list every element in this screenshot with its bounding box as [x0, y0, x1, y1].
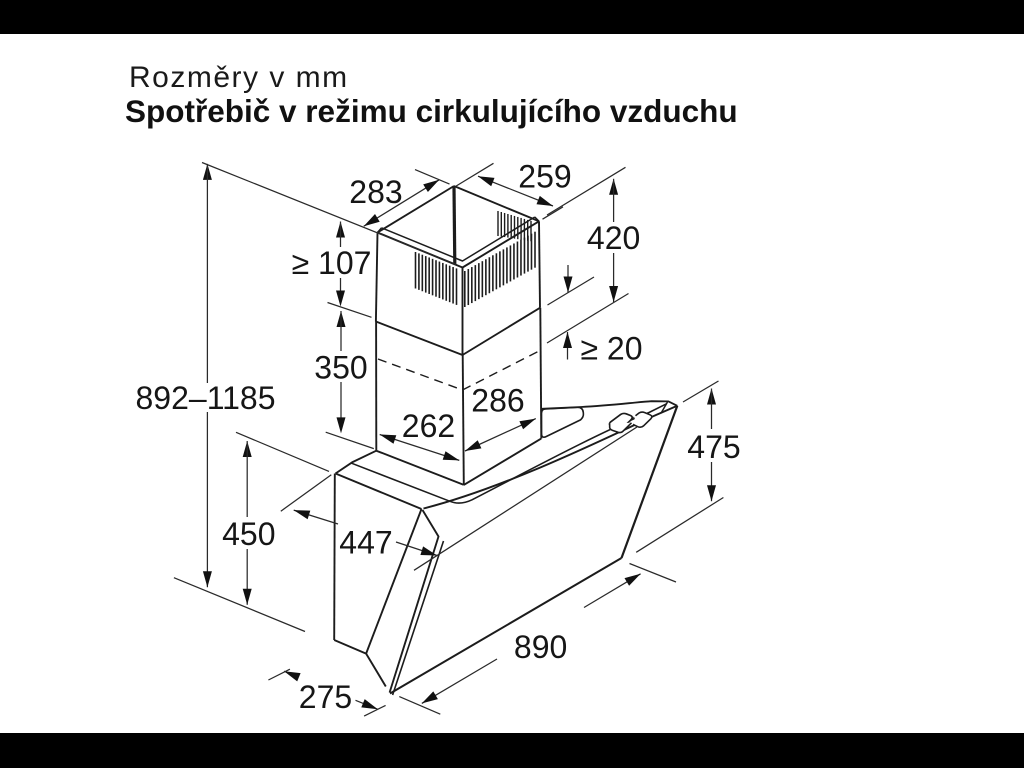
svg-text:262: 262: [402, 408, 455, 444]
svg-text:283: 283: [349, 174, 402, 210]
svg-text:890: 890: [514, 629, 567, 665]
svg-text:447: 447: [339, 525, 392, 561]
svg-text:892–1185: 892–1185: [136, 380, 276, 416]
svg-text:≥ 20: ≥ 20: [580, 331, 642, 367]
svg-text:275: 275: [299, 679, 352, 715]
svg-text:420: 420: [587, 220, 640, 256]
svg-text:450: 450: [222, 516, 275, 552]
svg-text:286: 286: [471, 383, 524, 419]
svg-text:≥ 107: ≥ 107: [292, 245, 372, 281]
svg-text:475: 475: [687, 429, 740, 465]
svg-text:259: 259: [518, 159, 571, 195]
svg-text:350: 350: [314, 350, 367, 386]
